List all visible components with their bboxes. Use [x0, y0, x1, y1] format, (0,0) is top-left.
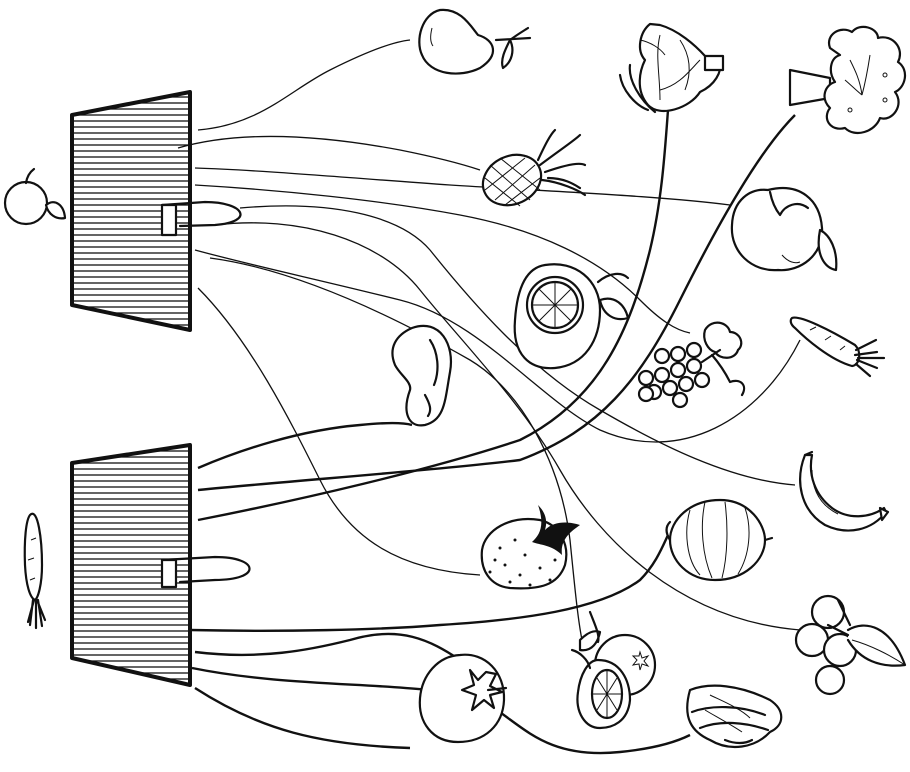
path-top-pineapple[interactable]: [178, 136, 480, 170]
maze-paths: [178, 40, 800, 753]
apple-icon: [5, 169, 65, 224]
pineapple-icon[interactable]: [475, 130, 585, 214]
carrot-icon[interactable]: [791, 318, 884, 376]
garlic-icon[interactable]: [620, 24, 723, 112]
orange-icon[interactable]: [572, 612, 655, 728]
strawberry-icon[interactable]: [482, 505, 580, 588]
broccoli-icon[interactable]: [790, 27, 905, 133]
path-bottom-tomato[interactable]: [195, 634, 460, 660]
path-top-apple[interactable]: [195, 168, 730, 205]
pear-icon[interactable]: [419, 10, 530, 74]
grapes-icon[interactable]: [639, 323, 744, 407]
onion-icon[interactable]: [667, 500, 772, 580]
cabbage-icon[interactable]: [687, 686, 781, 747]
path-bottom-onion[interactable]: [190, 535, 668, 631]
path-bottom-potato[interactable]: [198, 423, 412, 468]
tomato-icon[interactable]: [420, 655, 506, 742]
cherries-icon[interactable]: [796, 596, 905, 694]
potato-icon[interactable]: [392, 326, 450, 425]
apple-icon[interactable]: [732, 188, 836, 270]
basket-handle: [162, 202, 240, 235]
path-bottom-cabbage[interactable]: [195, 688, 410, 748]
basket-bottom[interactable]: [72, 445, 250, 685]
path-top-pear[interactable]: [198, 40, 410, 130]
basket-handle: [162, 557, 250, 587]
carrot-icon: [25, 514, 45, 628]
banana-icon[interactable]: [800, 452, 888, 531]
